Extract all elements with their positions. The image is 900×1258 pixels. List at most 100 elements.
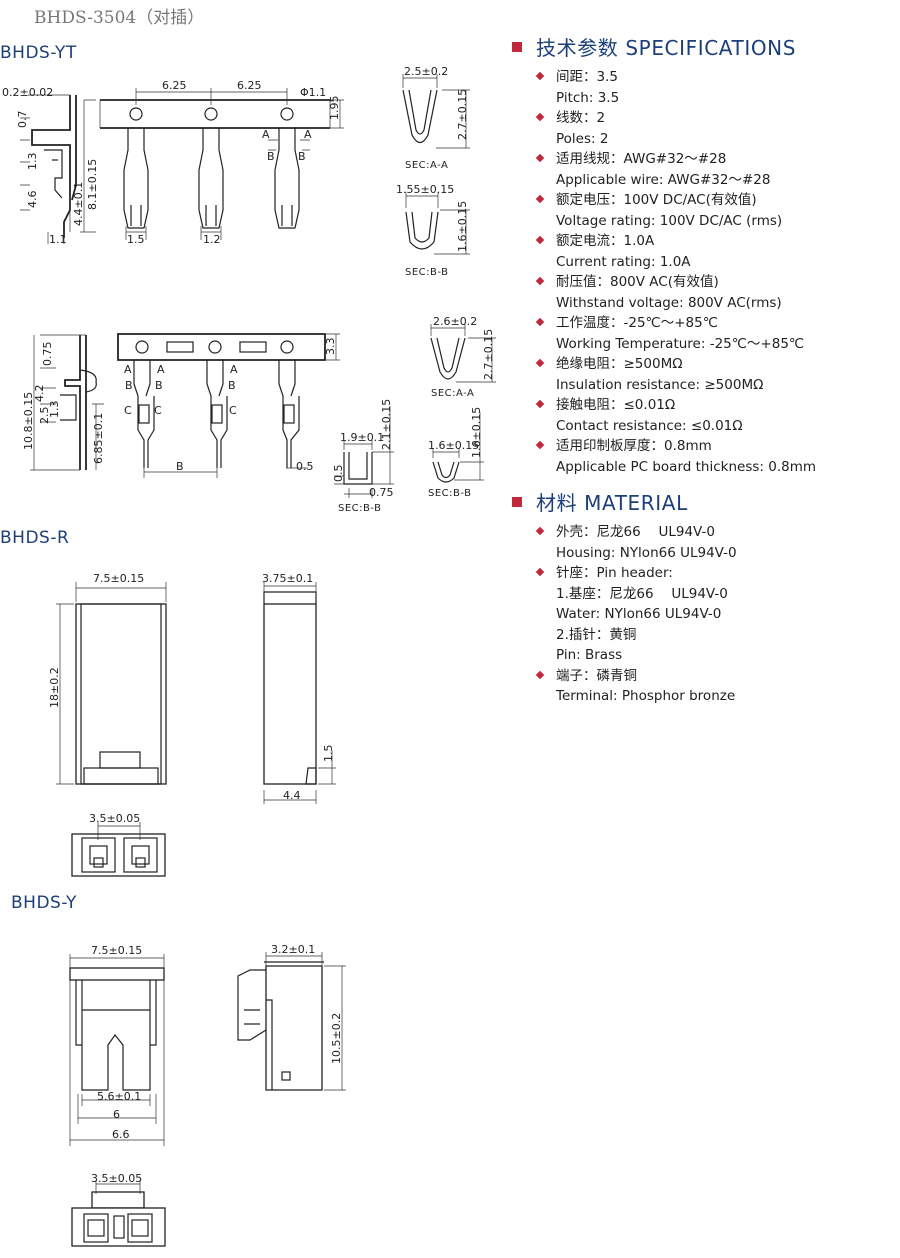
red-diamond-bullet-icon — [535, 399, 545, 409]
material-line: 外壳：尼龙66 UL94V-0 — [556, 524, 715, 540]
yt-secaa-caption: SEC:A-A — [405, 160, 448, 171]
spec-en: Applicable wire: AWG#32～#28 — [556, 171, 771, 188]
spec-item-current: 额定电流：1.0A Current rating: 1.0A — [512, 231, 900, 272]
yt-dim-1-95: 1.95 — [328, 96, 341, 121]
yt-section-aa: 2.5±0.2 2.7±0.15 SEC:A-A — [402, 65, 470, 171]
yt-pitch-1: 6.25 — [162, 79, 187, 92]
yt2-secbb-dim4: 0.75 — [369, 486, 394, 499]
specs-panel: 技术参数 SPECIFICATIONS 间距：3.5 Pitch: 3.5 线数… — [512, 32, 900, 707]
bhds-yt2-drawing: 0.75 4.2 1.3 2.5 10.8±0.15 6.85±0.1 3.3 … — [22, 315, 496, 514]
yt2-secbb-caption: SEC:B-B — [338, 503, 382, 514]
r-dim-depth: 3.75±0.1 — [262, 572, 313, 585]
red-diamond-bullet-icon — [535, 567, 545, 577]
yt-sec-a-left: A — [262, 128, 270, 141]
yt2-a-3: A — [230, 363, 238, 376]
y-dim-6: 6 — [113, 1108, 120, 1121]
spec-item-pcb: 适用印制板厚度：0.8mm Applicable PC board thickn… — [512, 436, 900, 477]
r-dim-height: 18±0.2 — [48, 667, 61, 708]
yt2-c-2: C — [154, 404, 162, 417]
r-dim-4-4: 4.4 — [283, 789, 301, 802]
spec-en: Insulation resistance: ≥500MΩ — [556, 376, 764, 393]
red-diamond-bullet-icon — [535, 194, 545, 204]
yt2-terminal-strip: 3.3 B 0.5 A A A B B B C C C — [117, 333, 340, 478]
spec-en: Working Temperature: -25℃～+85℃ — [556, 335, 805, 352]
yt-sec-a-right: A — [304, 128, 312, 141]
yt2-b-2: B — [155, 379, 163, 392]
material-heading: 材料 MATERIAL — [512, 487, 900, 516]
yt2-dim-0-75: 0.75 — [41, 342, 54, 367]
spec-cn: 线数：2 — [556, 110, 606, 126]
r-side-view: 3.75±0.1 1.5 4.4 — [262, 572, 336, 804]
y-dim-6-6: 6.6 — [112, 1128, 130, 1141]
yt-dim-1-5: 1.5 — [127, 233, 145, 246]
y-side-view: 3.2±0.1 10.5±0.2 — [237, 943, 346, 1091]
yt-sec-b-left: B — [267, 150, 275, 163]
spec-cn: 耐压值：800V AC(有效值) — [556, 274, 719, 290]
yt2-secbb-dim3: 0.5 — [332, 465, 345, 483]
yt-dim-8-1: 8.1±0.15 — [86, 159, 99, 210]
yt-secbb-dim1: 1.55±0.15 — [396, 183, 454, 196]
spec-item-withstand: 耐压值：800V AC(有效值) Withstand voltage: 800V… — [512, 272, 900, 313]
yt2-secaa-dim2: 2.7±0.15 — [482, 329, 495, 380]
red-diamond-bullet-icon — [535, 153, 545, 163]
red-diamond-bullet-icon — [535, 670, 545, 679]
spec-en: Current rating: 1.0A — [556, 253, 691, 270]
yt2-dim-0-5: 0.5 — [296, 460, 314, 473]
yt2-section-bb: 1.9±0.1 2.1±0.15 0.5 0.75 SEC:B-B — [332, 399, 394, 514]
material-line: 2.插针：黄铜 — [556, 626, 637, 643]
specifications-title: 技术参数 SPECIFICATIONS — [536, 36, 797, 60]
y-dim-width: 7.5±0.15 — [91, 944, 142, 957]
y-dim-pitch: 3.5±0.05 — [91, 1172, 142, 1185]
y-dim-height: 10.5±0.2 — [330, 1013, 343, 1064]
red-diamond-bullet-icon — [535, 276, 545, 286]
yt2-c-3: C — [229, 404, 237, 417]
yt-section-bb: 1.55±0.15 1.6±0.15 SEC:B-B — [396, 183, 470, 278]
yt-secbb-dim2: 1.6±0.15 — [456, 201, 469, 252]
yt2-dim-4-2: 4.2 — [33, 385, 46, 403]
material-line: 端子：磷青铜 — [556, 667, 637, 684]
red-diamond-bullet-icon — [535, 317, 545, 327]
yt2-dim-1-3: 1.3 — [48, 401, 61, 419]
material-line: Pin: Brass — [556, 647, 623, 663]
yt-sec-b-right: B — [298, 150, 306, 163]
spec-en: Withstand voltage: 800V AC(rms) — [556, 294, 782, 311]
yt2-dim-2-5: 2.5 — [38, 407, 51, 425]
yt2-b-3: B — [228, 379, 236, 392]
y-bottom-view: 3.5±0.05 — [71, 1172, 166, 1247]
red-diamond-bullet-icon — [535, 358, 545, 368]
spec-cn: 工作温度：-25℃～+85℃ — [556, 315, 718, 331]
material-line: Water: NYlon66 UL94V-0 — [556, 606, 722, 622]
material-item-pin-header: 针座：Pin header: 1.基座：尼龙66 UL94V-0 Water: … — [512, 563, 900, 666]
spec-en: Pitch: 3.5 — [556, 89, 620, 106]
yt-hole-dia: Φ1.1 — [300, 86, 326, 99]
spec-en: Voltage rating: 100V DC/AC (rms) — [556, 212, 783, 229]
yt2-c-1: C — [124, 404, 132, 417]
spec-en: Poles: 2 — [556, 130, 609, 147]
yt2-secbb2-caption: SEC:B-B — [428, 488, 472, 499]
yt2-b-1: B — [125, 379, 133, 392]
spec-cn: 适用线规：AWG#32～#28 — [556, 151, 727, 167]
yt2-section-bb2: 1.6±0.15 1.6±0.15 SEC:B-B — [428, 407, 484, 499]
r-dim-1-5: 1.5 — [322, 745, 335, 763]
yt2-secaa-caption: SEC:A-A — [431, 388, 474, 399]
yt-side-profile: 0.2±0.02 0.7 1.3 4.6 8.1±0.15 4.4±0.1 1.… — [2, 86, 99, 246]
r-bottom-view: 3.5±0.05 — [71, 812, 166, 877]
document-title: BHDS-3504（对插） — [34, 8, 204, 28]
red-square-bullet-icon — [512, 496, 522, 507]
red-diamond-bullet-icon — [535, 440, 545, 450]
spec-item-voltage: 额定电压：100V DC/AC(有效值) Voltage rating: 100… — [512, 190, 900, 231]
r-dim-pitch: 3.5±0.05 — [89, 812, 140, 825]
material-item-housing: 外壳：尼龙66 UL94V-0 Housing: NYlon66 UL94V-0 — [512, 522, 900, 563]
yt2-secaa-dim1: 2.6±0.2 — [433, 315, 477, 328]
yt-dim-4-6: 4.6 — [26, 191, 39, 209]
yt2-section-aa: 2.6±0.2 2.7±0.15 SEC:A-A — [430, 315, 496, 399]
material-title: 材料 MATERIAL — [536, 491, 688, 515]
yt-terminal-strip: 6.25 6.25 Φ1.1 1.95 1.5 1.2 A A B B — [99, 79, 344, 246]
yt-secaa-dim1: 2.5±0.2 — [404, 65, 448, 78]
spec-cn: 间距：3.5 — [556, 69, 618, 85]
yt2-secbb-dim2: 2.1±0.15 — [380, 399, 393, 450]
r-dim-width: 7.5±0.15 — [93, 572, 144, 585]
yt2-a-2: A — [157, 363, 165, 376]
y-front-view: 7.5±0.15 5.6±0.1 6 6.6 — [69, 944, 165, 1146]
yt-dim-thickness: 0.2±0.02 — [2, 86, 53, 99]
